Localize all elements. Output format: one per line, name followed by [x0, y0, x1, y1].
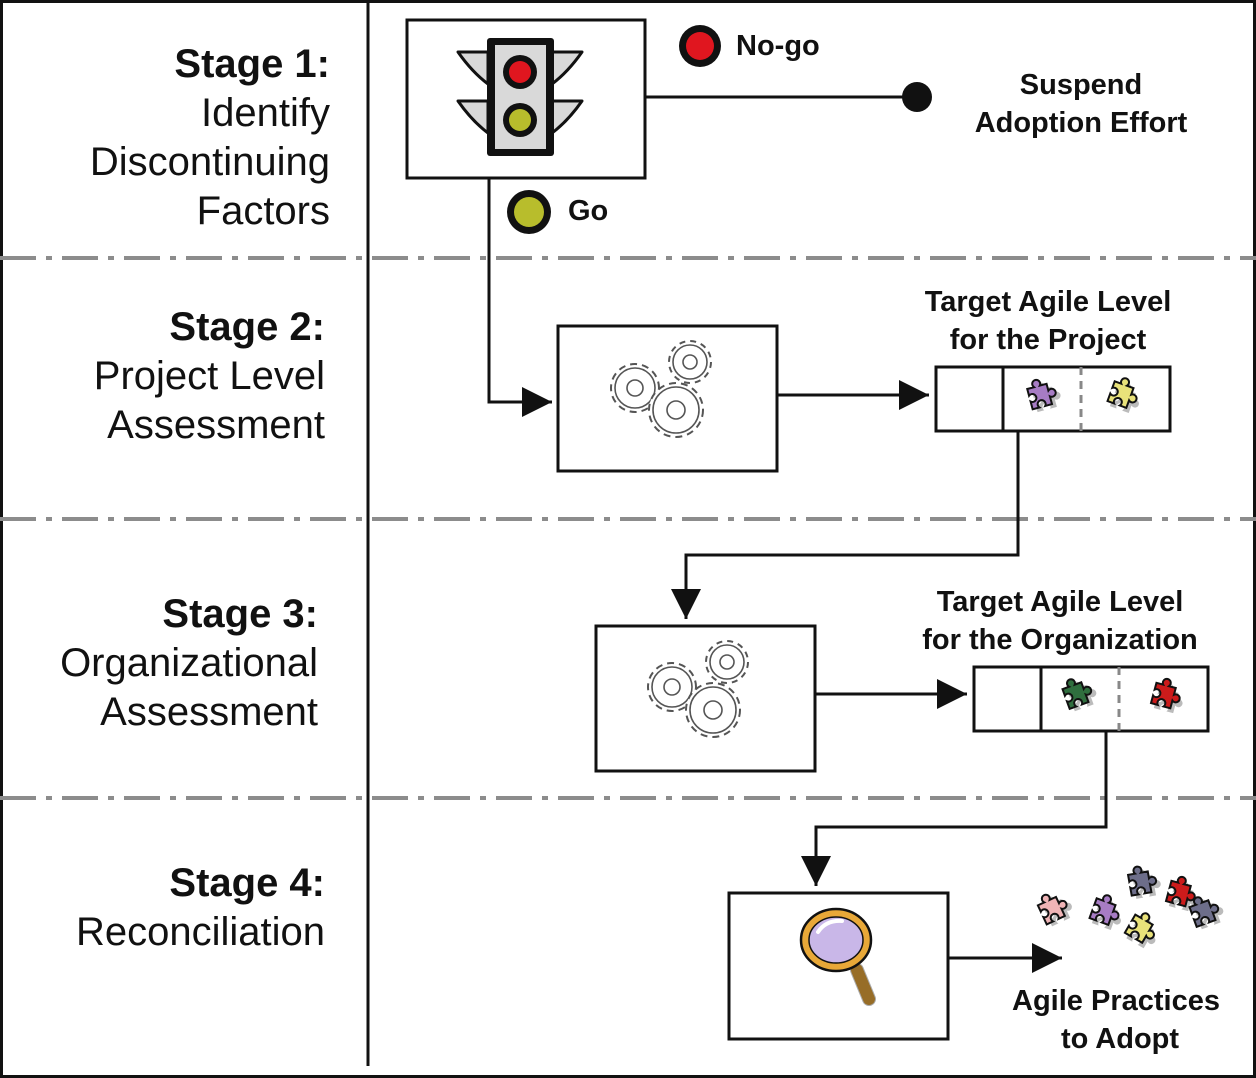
- go-connector-arrow: [487, 178, 552, 417]
- project-gears-icon: [610, 340, 712, 438]
- project-target-label-line-1: Target Agile Level: [925, 286, 1172, 318]
- stage-2-line-2: Assessment: [107, 403, 325, 447]
- suspend-endpoint: [902, 82, 932, 112]
- go-label: Go: [568, 195, 608, 227]
- stage-1-title: Stage 1:: [174, 42, 330, 86]
- org-to-reconciliation-connector: [801, 731, 1108, 886]
- org-gears-icon: [647, 640, 749, 738]
- stage-4-line-1: Reconciliation: [76, 910, 325, 954]
- stage-dividers: [0, 256, 1256, 800]
- nogo-label: No-go: [736, 30, 820, 62]
- org-target-label-line-1: Target Agile Level: [937, 586, 1184, 618]
- go-indicator: [514, 197, 544, 227]
- stage-3-line-2: Assessment: [100, 690, 318, 734]
- suspend-label-line-2: Adoption Effort: [975, 107, 1188, 139]
- stage-1-line-1: Identify: [201, 91, 330, 135]
- project-target-label-line-2: for the Project: [950, 324, 1147, 356]
- stage-4-label: Stage 4: Reconciliation: [76, 861, 325, 954]
- stage-3-line-1: Organizational: [60, 641, 318, 685]
- org-target-label-line-2: for the Organization: [922, 624, 1198, 656]
- project-puzzle-purple-icon: [1026, 378, 1061, 413]
- stage-3-title: Stage 3:: [162, 592, 318, 636]
- puzzle-pieces-cluster-icon: [1036, 865, 1224, 949]
- traffic-red-lamp: [509, 61, 531, 83]
- project-to-org-connector: [671, 431, 1020, 619]
- nogo-indicator: [686, 32, 714, 60]
- traffic-light-icon: [456, 38, 584, 156]
- output-label-line-1: Agile Practices: [1012, 985, 1220, 1017]
- output-label-line-2: to Adopt: [1061, 1023, 1179, 1055]
- stage-4-title: Stage 4:: [169, 861, 325, 905]
- stage-1-line-3: Factors: [197, 189, 330, 233]
- stage-2-line-1: Project Level: [94, 354, 325, 398]
- stage-2-title: Stage 2:: [169, 305, 325, 349]
- stage-1-label: Stage 1: Identify Discontinuing Factors: [90, 42, 330, 233]
- stage-2-label: Stage 2: Project Level Assessment: [94, 305, 325, 447]
- suspend-label-line-1: Suspend: [1020, 69, 1142, 101]
- org-puzzle-green-icon: [1061, 678, 1097, 712]
- traffic-green-lamp: [509, 109, 531, 131]
- stage-1-line-2: Discontinuing: [90, 140, 330, 184]
- stage-3-label: Stage 3: Organizational Assessment: [60, 592, 318, 734]
- org-puzzle-red-icon: [1149, 677, 1183, 714]
- magnifying-glass-icon: [799, 907, 876, 1006]
- project-puzzle-yellow-icon: [1106, 377, 1139, 414]
